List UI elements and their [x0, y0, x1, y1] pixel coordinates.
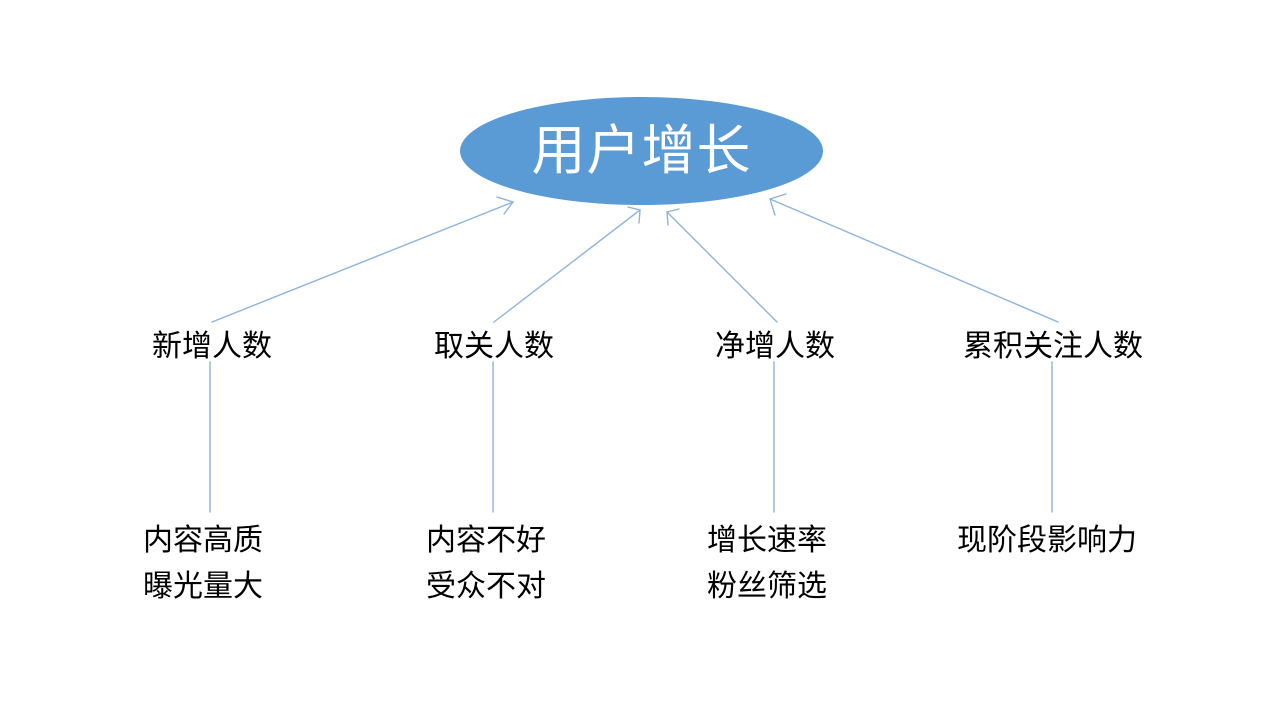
- leaf-label-1[interactable]: 内容高质 曝光量大: [143, 518, 263, 610]
- connector-arrow-branch-3: [666, 211, 778, 323]
- connector-arrow-branch-2: [493, 209, 641, 323]
- arrowhead-branch-4: [769, 193, 787, 216]
- branch-label-4-text: 累积关注人数: [963, 329, 1143, 364]
- leaf-label-4[interactable]: 现阶段影响力: [957, 518, 1137, 564]
- leaf-label-2-line-2: 受众不对: [426, 569, 546, 604]
- center-node[interactable]: 用户增长: [460, 97, 823, 205]
- connector-arrow-branch-4: [769, 198, 1059, 323]
- branch-label-3[interactable]: 净增人数: [715, 332, 835, 362]
- leaf-label-3[interactable]: 增长速率 粉丝筛选: [707, 518, 827, 610]
- leaf-label-3-line-2: 粉丝筛选: [707, 569, 827, 604]
- branch-label-3-text: 净增人数: [715, 329, 835, 364]
- branch-label-2[interactable]: 取关人数: [434, 332, 554, 362]
- arrowhead-branch-2: [627, 206, 641, 224]
- leaf-label-2[interactable]: 内容不好 受众不对: [426, 518, 546, 610]
- branch-label-1-text: 新增人数: [152, 329, 272, 364]
- leaf-label-1-line-2: 曝光量大: [143, 569, 263, 604]
- branch-label-1[interactable]: 新增人数: [152, 332, 272, 362]
- leaf-label-1-line-1: 内容高质: [143, 523, 263, 558]
- leaf-label-4-line-1: 现阶段影响力: [957, 523, 1137, 558]
- arrowhead-branch-3: [666, 208, 680, 226]
- arrowhead-branch-1: [496, 196, 515, 215]
- connector-arrow-branch-1: [211, 201, 514, 323]
- branch-label-4[interactable]: 累积关注人数: [963, 332, 1143, 362]
- branch-label-2-text: 取关人数: [434, 329, 554, 364]
- leaf-label-3-line-1: 增长速率: [707, 523, 827, 558]
- leaf-label-2-line-1: 内容不好: [426, 523, 546, 558]
- center-node-label: 用户增长: [531, 119, 752, 182]
